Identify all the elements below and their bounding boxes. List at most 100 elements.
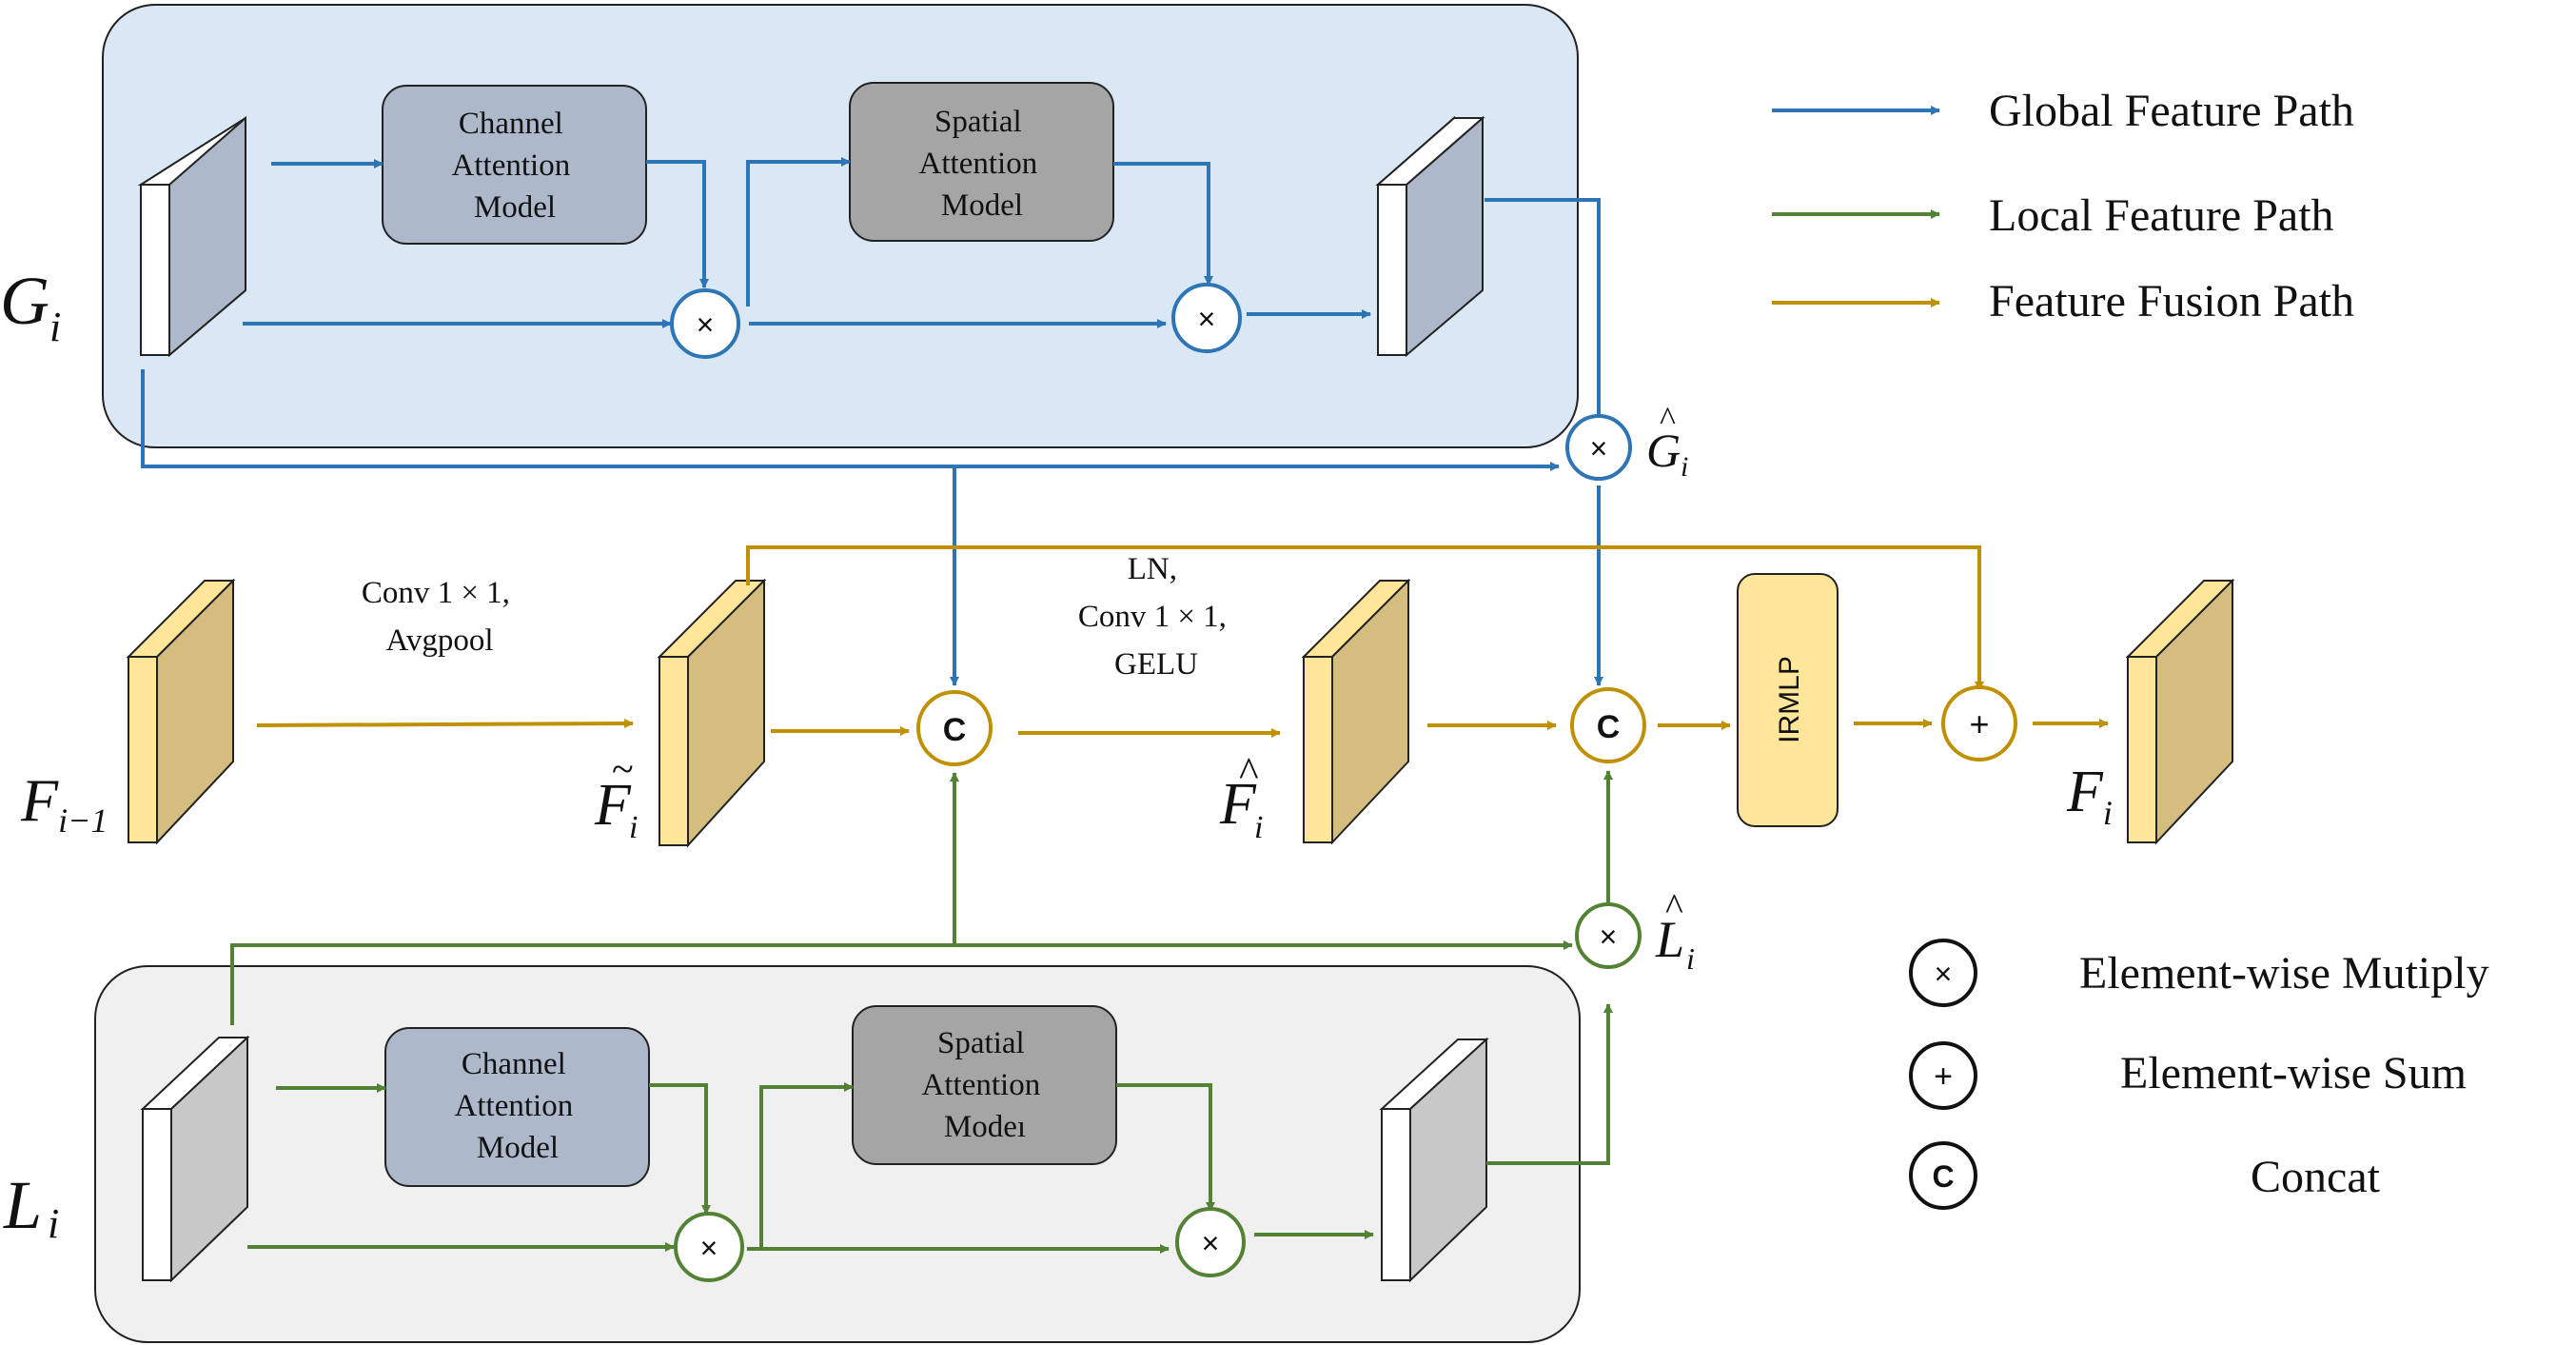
global-input-feature-map bbox=[137, 115, 246, 358]
svg-text:Channel Attention Mode: Channel Attention Model bbox=[455, 1047, 581, 1165]
fusion-concat-2-symbol: C bbox=[1597, 709, 1621, 745]
fusion-hat-feature-map bbox=[1301, 578, 1411, 845]
svg-text:i: i bbox=[1254, 810, 1263, 845]
legend: Global Feature Path Local Feature Path F… bbox=[1772, 86, 2489, 1210]
global-channel-line2: Attention bbox=[452, 148, 571, 183]
local-channel-line2: Attention bbox=[455, 1089, 574, 1123]
local-spatial-line3: Modeı bbox=[944, 1110, 1026, 1144]
svg-text:~: ~ bbox=[612, 748, 634, 792]
global-arrow-channel-to-mult1 bbox=[646, 160, 709, 288]
fusion-concat-1: C bbox=[916, 690, 993, 766]
svg-text:Spatial Attention Mode: Spatial Attention Model bbox=[919, 105, 1046, 223]
fusion-tilde-label: F ~ i bbox=[594, 748, 638, 845]
fusion-arrow-residual bbox=[746, 545, 1984, 691]
global-arrow-mult1-to-spatial bbox=[746, 157, 851, 307]
fusion-arrow-conv bbox=[256, 719, 634, 729]
lhat-multiply: × bbox=[1575, 902, 1642, 969]
svg-text:Channel Attention Mode: Channel Attention Model bbox=[452, 107, 579, 225]
legend-concat-circle bbox=[1909, 1141, 1977, 1210]
global-multiply-1-symbol: × bbox=[697, 307, 715, 342]
legend-multiply-symbol: × bbox=[1935, 957, 1953, 991]
local-channel-line3: Model bbox=[477, 1131, 559, 1165]
ln-conv-gelu-line2: Conv 1 × 1, bbox=[1078, 600, 1227, 634]
svg-text:F: F bbox=[594, 773, 632, 838]
global-multiply-2: × bbox=[1171, 283, 1242, 353]
legend-sum-circle bbox=[1909, 1041, 1977, 1110]
legend-sum-label: Element-wise Sum bbox=[2120, 1048, 2467, 1098]
lhat-label: L ^ i bbox=[1655, 885, 1695, 976]
global-multiply-2-symbol: × bbox=[1198, 302, 1216, 336]
local-arrow-channel-to-mult1 bbox=[649, 1083, 711, 1215]
global-multiply-1: × bbox=[670, 288, 740, 359]
svg-text:Spatial Attention Mode: Spatial Attention Modeı bbox=[922, 1026, 1049, 1144]
fusion-input-label: Fi−1 bbox=[20, 766, 108, 840]
svg-text:F: F bbox=[1219, 772, 1257, 837]
fusion-output-feature-map bbox=[2125, 578, 2235, 845]
svg-text:^: ^ bbox=[1665, 885, 1683, 928]
ghat-label: G ^ i bbox=[1646, 400, 1688, 483]
svg-text:i: i bbox=[629, 810, 638, 845]
local-branch-panel bbox=[94, 965, 1581, 1343]
local-channel-line1: Channel bbox=[462, 1047, 566, 1081]
fusion-output-label: Fi bbox=[2066, 760, 2113, 832]
irmlp-block bbox=[1737, 573, 1839, 827]
legend-multiply-circle bbox=[1909, 939, 1977, 1007]
svg-text:G: G bbox=[1646, 424, 1681, 477]
fusion-concat-1-symbol: C bbox=[943, 712, 967, 748]
local-arrow-output-to-lhat bbox=[1486, 1003, 1613, 1165]
svg-text:i: i bbox=[1681, 451, 1688, 483]
local-arrow-spatial-to-mult2 bbox=[1116, 1083, 1215, 1212]
local-multiply-2-symbol: × bbox=[1202, 1226, 1220, 1260]
legend-multiply-label: Element-wise Mutiply bbox=[2079, 948, 2489, 999]
local-multiply-1: × bbox=[674, 1212, 744, 1282]
fusion-tilde-feature-map bbox=[657, 578, 767, 848]
svg-text:^: ^ bbox=[1660, 400, 1676, 438]
ln-conv-gelu-line3: GELU bbox=[1114, 647, 1198, 682]
local-spatial-line2: Attention bbox=[922, 1068, 1041, 1102]
local-spatial-line1: Spatial bbox=[937, 1026, 1025, 1060]
global-arrow-spatial-to-mult2 bbox=[1113, 162, 1213, 286]
svg-text:i: i bbox=[1686, 941, 1695, 976]
global-channel-line3: Model bbox=[474, 190, 556, 225]
global-output-feature-map bbox=[1375, 115, 1485, 358]
legend-fusion-label: Feature Fusion Path bbox=[1989, 276, 2354, 326]
svg-text:LN, Conv 1 × 1, GELU: LN, Conv 1 × 1, GELU bbox=[1078, 552, 1234, 682]
fusion-concat-2: C bbox=[1570, 687, 1646, 763]
global-branch-panel bbox=[102, 4, 1579, 448]
global-spatial-line3: Model bbox=[941, 188, 1023, 223]
fusion-hat-label: F ^ i bbox=[1219, 749, 1263, 845]
ghat-multiply: × bbox=[1565, 414, 1632, 481]
irmlp-label: IRMLP bbox=[1774, 656, 1805, 743]
svg-text:L: L bbox=[1655, 911, 1684, 968]
fusion-input-feature-map bbox=[126, 578, 236, 845]
local-channel-attention-block bbox=[384, 1027, 650, 1187]
svg-text:^: ^ bbox=[1239, 749, 1259, 796]
fusion-sum: + bbox=[1941, 685, 2017, 762]
global-arrow-output-to-ghat bbox=[1485, 198, 1603, 426]
local-arrow-skip-to-lhat bbox=[230, 940, 1573, 1025]
legend-concat-symbol: C bbox=[1932, 1159, 1954, 1194]
local-arrow-mult1-to-spatial bbox=[759, 1082, 854, 1249]
lhat-multiply-symbol: × bbox=[1600, 920, 1618, 954]
global-arrow-skip-to-ghat bbox=[141, 369, 1560, 471]
ln-conv-gelu-line1: LN, bbox=[1128, 552, 1177, 586]
conv-avgpool-line2: Avgpool bbox=[385, 623, 493, 658]
legend-global-label: Global Feature Path bbox=[1989, 86, 2354, 136]
fusion-sum-symbol: + bbox=[1969, 704, 1989, 743]
local-multiply-1-symbol: × bbox=[700, 1231, 718, 1265]
local-output-feature-map bbox=[1379, 1037, 1489, 1283]
local-input-feature-map bbox=[140, 1035, 250, 1283]
local-multiply-2: × bbox=[1175, 1207, 1246, 1277]
ghat-multiply-symbol: × bbox=[1590, 431, 1608, 465]
legend-sum-symbol: + bbox=[1934, 1058, 1953, 1095]
global-spatial-line2: Attention bbox=[919, 147, 1038, 181]
legend-local-label: Local Feature Path bbox=[1989, 190, 2334, 241]
global-spatial-line1: Spatial bbox=[934, 105, 1022, 139]
global-channel-line1: Channel bbox=[459, 107, 563, 141]
svg-text:Conv 1 × 1, Avgpool: Conv 1 × 1, Avgpool bbox=[362, 576, 518, 658]
global-input-label: Gi bbox=[0, 263, 61, 350]
conv-avgpool-line1: Conv 1 × 1, bbox=[362, 576, 510, 610]
legend-concat-label: Concat bbox=[2251, 1152, 2381, 1202]
